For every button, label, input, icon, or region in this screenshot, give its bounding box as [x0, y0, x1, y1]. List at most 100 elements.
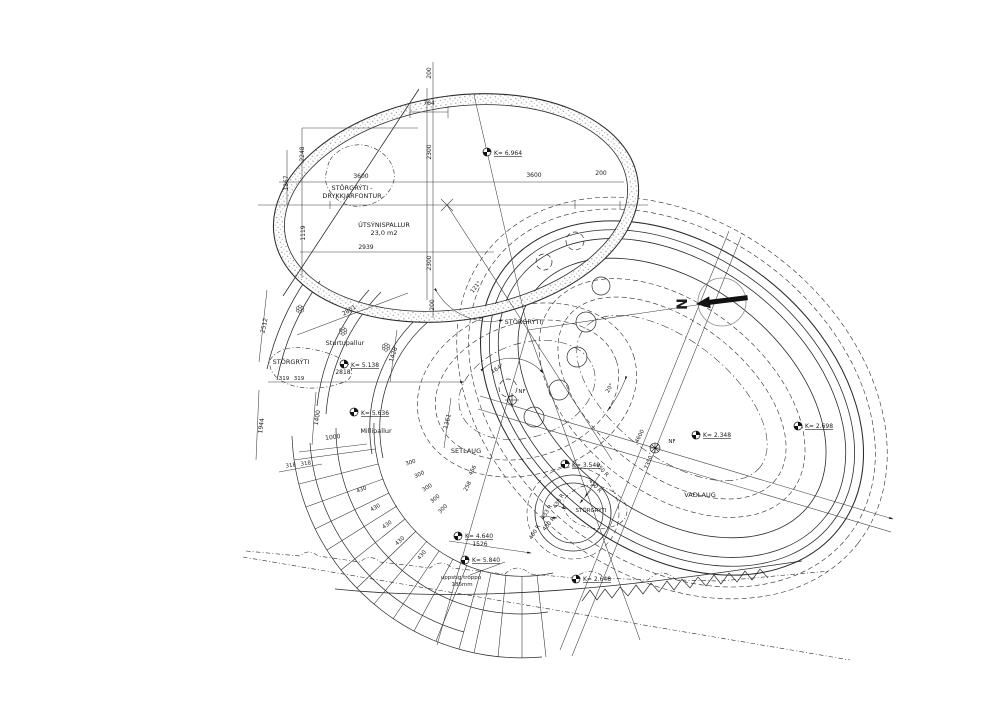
north-arrow: N — [675, 277, 748, 327]
dim-3600-left: 3600 — [353, 173, 368, 180]
terraces — [266, 277, 436, 459]
level-k5840: K= 5.840 — [472, 557, 500, 564]
shrub-icon — [295, 304, 305, 314]
dim-2300-upper: 2300 — [426, 144, 433, 159]
boulder-outlines — [269, 144, 628, 529]
dim-1119: 1119 — [300, 225, 307, 240]
dim-run-5: 300 — [437, 503, 449, 515]
vadlaug-pool — [456, 196, 888, 600]
dim-1400: 1400 — [313, 410, 322, 426]
angle-20: 20° — [605, 383, 615, 395]
dim-tread-3: 430 — [381, 519, 393, 530]
dim-run-2: 300 — [414, 470, 426, 480]
north-needle-icon — [696, 295, 748, 309]
benchmark-icon — [691, 430, 701, 440]
stair-treads — [293, 448, 547, 658]
dim-1526: 1526 — [472, 541, 487, 548]
dim-2248: 2248 — [299, 146, 306, 161]
level-k4640: K= 4.640 — [465, 533, 493, 540]
dim-1361: 1361 — [442, 413, 453, 430]
dim-4600: 4600 — [634, 429, 646, 445]
dim-tread-1: 430 — [356, 485, 368, 494]
dim-200-band: 200 — [429, 299, 436, 311]
benchmark-icon — [571, 574, 581, 584]
platform-gravel-band — [273, 93, 639, 323]
boulders-pool-label: STÖRGRÝTI — [575, 507, 606, 514]
platform-chord — [282, 88, 420, 297]
dim-319-b: 319 — [294, 376, 305, 382]
boulder-fountain-label-2: DRYKKJARFONTUR — [322, 192, 382, 200]
dim-1428: 1428 — [388, 346, 399, 363]
benchmark-icon — [453, 531, 463, 541]
level-k2698: K= 2.698 — [805, 423, 833, 430]
nf-label-b: NF — [668, 439, 675, 445]
dim-tread-4: 430 — [394, 535, 406, 547]
viewing-platform-label: ÚTSÝNISPALLUR — [358, 220, 410, 229]
nf-crosshair-icon — [504, 392, 520, 408]
nf-label-a: NF — [518, 389, 525, 395]
level-k5636: K= 5.636 — [361, 410, 389, 417]
level-k2348: K= 2.348 — [703, 432, 731, 439]
boulders-mid-label: STÖRGRÝTI — [505, 317, 542, 326]
step-rise-note-1: uppstig tröppu — [441, 575, 481, 581]
nf-star-icon — [649, 442, 661, 454]
benchmark-icon — [460, 555, 470, 565]
step-rise-note-2: 186mm — [451, 582, 472, 588]
dim-tread-5: 430 — [417, 549, 428, 561]
dim-tread-2: 430 — [369, 503, 382, 513]
boulders-left-label: STÖRGRÝTI — [273, 357, 310, 366]
dim-2818: 2818 — [335, 369, 350, 376]
angle-121: 121° — [470, 280, 483, 294]
dimension-lines — [255, 62, 648, 576]
level-k6964: K= 6.964 — [494, 150, 522, 157]
benchmark-icon — [482, 147, 492, 157]
angle-arcs — [434, 288, 628, 411]
dim-2512: 2512 — [260, 317, 270, 334]
dim-200-top: 200 — [426, 67, 433, 79]
dim-1367: 1367 — [283, 175, 290, 190]
viewing-platform — [272, 88, 640, 323]
labels-layer: 200 764 2300 2300 200 3600 3600 200 2248… — [257, 67, 833, 588]
dim-456: 456 — [468, 464, 478, 477]
dim-3600-right: 3600 — [526, 172, 541, 179]
dim-run-1: 300 — [405, 459, 417, 468]
angle-164: 164° — [490, 363, 505, 375]
boulder-fountain-label-1: STÖRGRÝTI - — [331, 183, 373, 192]
dim-run-4: 300 — [429, 493, 441, 505]
rock-edge-zigzag — [581, 568, 769, 602]
dim-319-a: 319 — [279, 376, 290, 382]
level-k2648: K= 2.648 — [583, 576, 611, 583]
level-k3540: K= 3.540 — [572, 462, 600, 469]
benchmark-icon — [339, 359, 349, 369]
seat-circles — [498, 231, 611, 428]
shower-platform-label: Sturtupallur — [326, 339, 365, 347]
north-letter: N — [675, 298, 691, 310]
setlaug-label: SETLAUG — [451, 447, 481, 455]
benchmark-icon — [349, 407, 359, 417]
survey-symbols — [339, 147, 803, 584]
level-k5138: K= 5.138 — [351, 362, 379, 369]
radius-450-a: 450 R — [594, 462, 609, 478]
benchmark-icon — [560, 459, 570, 469]
north-circle — [697, 277, 747, 327]
shrub-icon — [381, 342, 391, 352]
dim-764: 764 — [423, 100, 435, 107]
dim-1944: 1944 — [257, 418, 266, 434]
dim-1000: 1000 — [325, 433, 341, 442]
mid-platform-label: Millipallur — [360, 427, 392, 435]
dim-2939: 2939 — [358, 244, 373, 251]
dim-7350: 7350 — [644, 455, 655, 471]
stairs — [291, 422, 554, 659]
vadlaug-label: VAÐLAUG — [684, 491, 716, 499]
dim-200-right: 200 — [595, 170, 607, 177]
shrub-icon — [338, 326, 348, 336]
dim-318-a: 318 — [285, 462, 297, 469]
dim-258: 258 — [463, 480, 473, 493]
dim-2300-lower: 2300 — [426, 255, 433, 270]
viewing-platform-area: 23,0 m2 — [370, 229, 397, 237]
dim-318-b: 318 — [300, 460, 312, 467]
benchmark-icon — [793, 421, 803, 431]
dim-run-3: 300 — [421, 483, 434, 494]
